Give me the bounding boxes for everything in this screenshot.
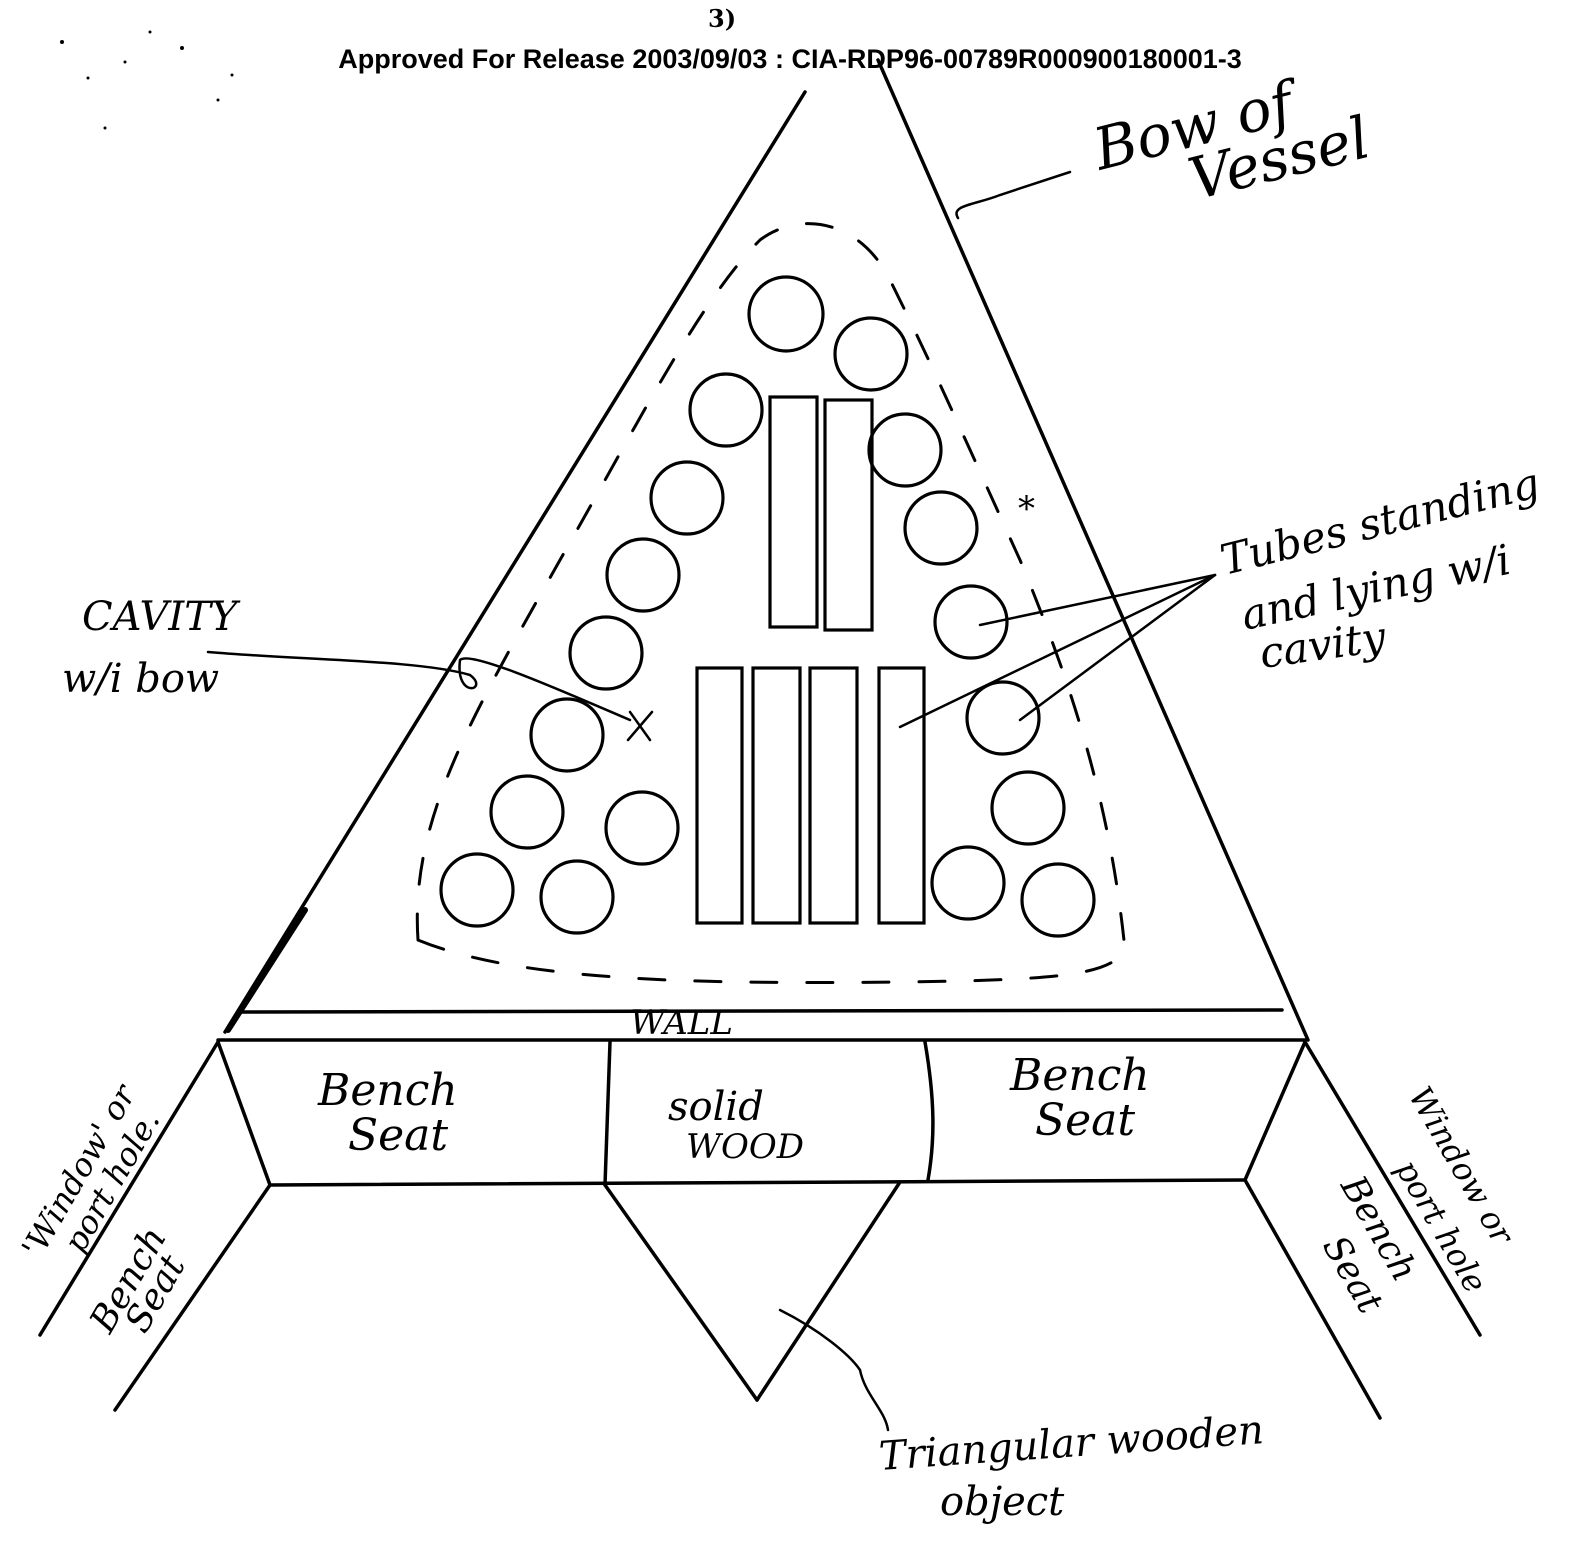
tube-circle (568, 615, 644, 691)
x-mark (626, 710, 654, 742)
label-wall: WALL (630, 1003, 733, 1043)
release-stamp: Approved For Release 2003/09/03 : CIA-RD… (338, 44, 1242, 74)
tube-circle (747, 275, 825, 353)
label-within-bow: w/i bow (62, 656, 219, 702)
tube-rect (877, 666, 926, 925)
scan-specks (60, 30, 234, 130)
label-solid: solid (668, 1084, 764, 1130)
tube-circle (649, 460, 725, 536)
tube-circle (965, 680, 1041, 756)
leader-lines (206, 170, 1217, 1432)
tube-circle (605, 537, 681, 613)
label-bench-left-2: Seat (348, 1110, 448, 1161)
tube-circle (867, 412, 943, 488)
cavity-outline (415, 222, 1127, 984)
tube-rect (751, 666, 802, 925)
tube-rect (695, 666, 744, 925)
page-number: 3) (708, 4, 737, 33)
tube-circle (489, 774, 565, 850)
tube-circle (439, 852, 515, 928)
tube-circle (604, 790, 680, 866)
tube-circle (930, 845, 1006, 921)
label-triangular-object-2: object (940, 1479, 1065, 1525)
bow-triangle (223, 58, 1310, 1042)
tubes-standing (695, 395, 926, 925)
tubes-lying (439, 275, 1096, 938)
label-triangular-object-1: Triangular wooden (877, 1407, 1265, 1480)
tube-circle (833, 316, 909, 392)
label-wood: WOOD (686, 1127, 804, 1167)
page-star: * (1018, 489, 1035, 529)
tube-rect (808, 666, 859, 925)
tube-circle (903, 490, 979, 566)
tube-rect (823, 398, 874, 632)
tube-circle (1020, 862, 1096, 938)
tube-circle (539, 859, 615, 935)
tube-rect (768, 395, 819, 629)
tube-circle (990, 770, 1066, 846)
bench-area (38, 1040, 1482, 1420)
tube-circle (688, 372, 764, 448)
tube-circle (529, 697, 605, 773)
label-bench-right-2: Seat (1035, 1095, 1135, 1146)
tube-circle (933, 584, 1009, 660)
label-bench-left-1: Bench (317, 1065, 458, 1116)
label-cavity: CAVITY (82, 594, 241, 640)
label-bench-right-1: Bench (1009, 1050, 1150, 1101)
wall (216, 1008, 1307, 1042)
